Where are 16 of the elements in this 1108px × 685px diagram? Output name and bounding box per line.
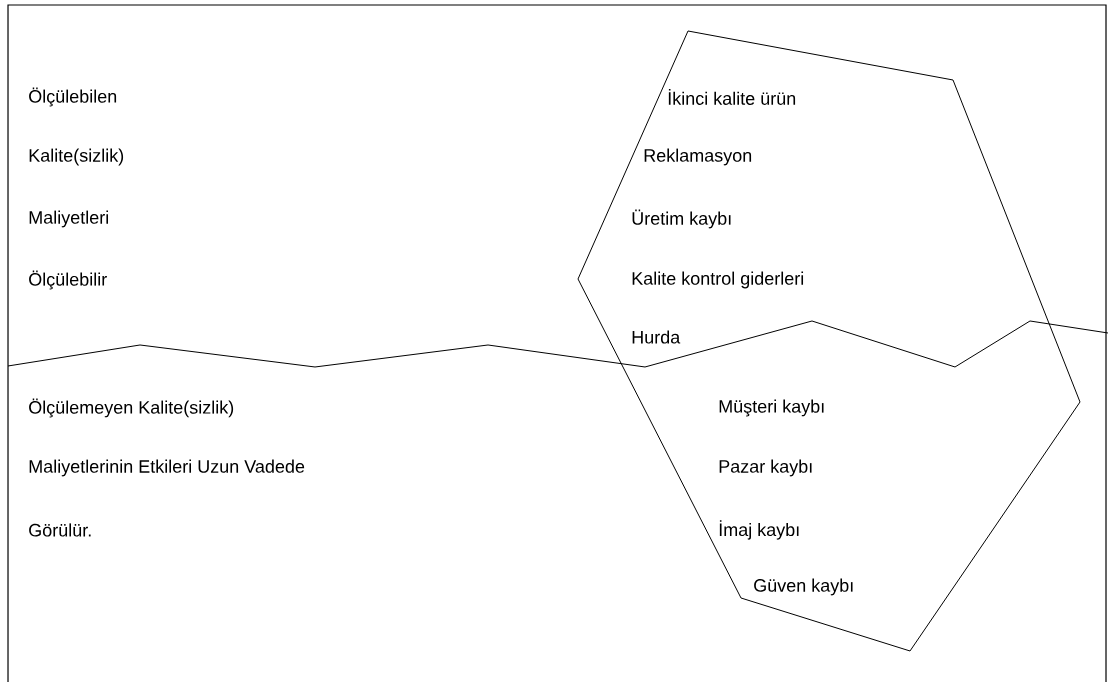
text-line: Ölçülebilen bbox=[29, 87, 117, 107]
list-item: Müşteri kaybı bbox=[719, 399, 824, 417]
list-item: Üretim kaybı bbox=[632, 209, 731, 229]
text-line: Ölçülemeyen Kalite(sizlik) bbox=[29, 398, 234, 418]
text-line: Görülür. bbox=[29, 523, 91, 537]
list-item: İkinci kalite ürün bbox=[668, 89, 796, 105]
list-item: Pazar kaybı bbox=[719, 459, 812, 477]
list-item: Hurda bbox=[632, 330, 681, 344]
list-item: Güven kaybı bbox=[754, 578, 853, 596]
list-item: Kalite kontrol giderleri bbox=[632, 271, 804, 289]
text-line: Ölçülebilir bbox=[29, 270, 107, 290]
text-line: Maliyetlerinin Etkileri Uzun Vadede bbox=[29, 459, 305, 477]
list-item: Reklamasyon bbox=[644, 148, 752, 166]
text-line: Maliyetleri bbox=[29, 210, 108, 228]
text-line: Kalite(sizlik) bbox=[29, 148, 124, 166]
list-item: İmaj kaybı bbox=[719, 520, 799, 540]
